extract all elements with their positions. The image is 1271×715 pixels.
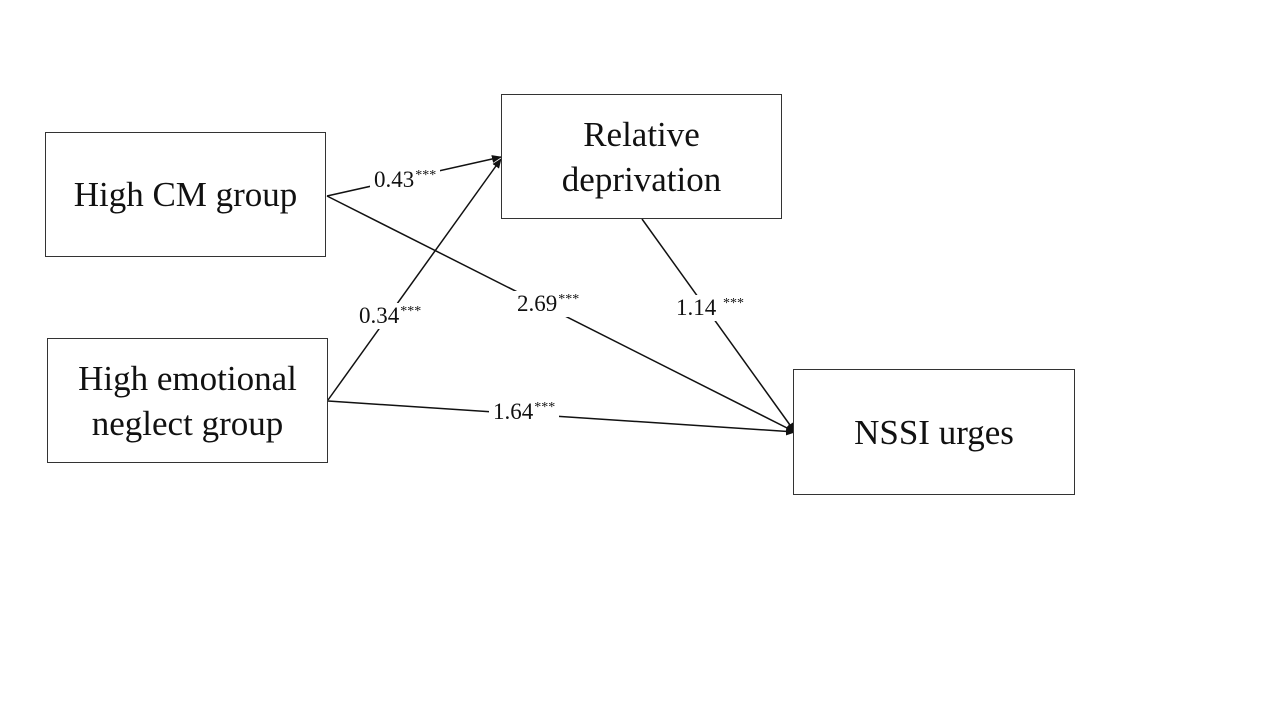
arrow-rd-to-nssi xyxy=(641,218,796,433)
arrow-en-to-rd xyxy=(327,158,502,401)
node-label-line2: neglect group xyxy=(91,403,284,443)
node-label-line2: deprivation xyxy=(561,159,722,199)
node-high-cm-group: High CM group xyxy=(45,132,326,257)
node-label: High CM group xyxy=(73,175,298,214)
arrow-en-to-nssi xyxy=(327,400,796,436)
coef-label-en-nssi: 1.64*** xyxy=(489,399,560,425)
node-label-line1: Relative xyxy=(583,114,700,154)
coef-label-en-rd: 0.34*** xyxy=(355,303,426,329)
coef-label-cm-rd: 0.43*** xyxy=(370,167,441,193)
node-nssi-urges: NSSI urges xyxy=(793,369,1075,495)
node-high-emotional-neglect-group: High emotional neglect group xyxy=(47,338,328,463)
node-relative-deprivation: Relative deprivation xyxy=(501,94,782,219)
node-label-line1: High emotional xyxy=(78,358,297,398)
coef-label-cm-nssi: 2.69*** xyxy=(513,291,584,317)
coef-label-rd-nssi: 1.14 *** xyxy=(672,295,748,321)
node-label: NSSI urges xyxy=(854,412,1014,452)
